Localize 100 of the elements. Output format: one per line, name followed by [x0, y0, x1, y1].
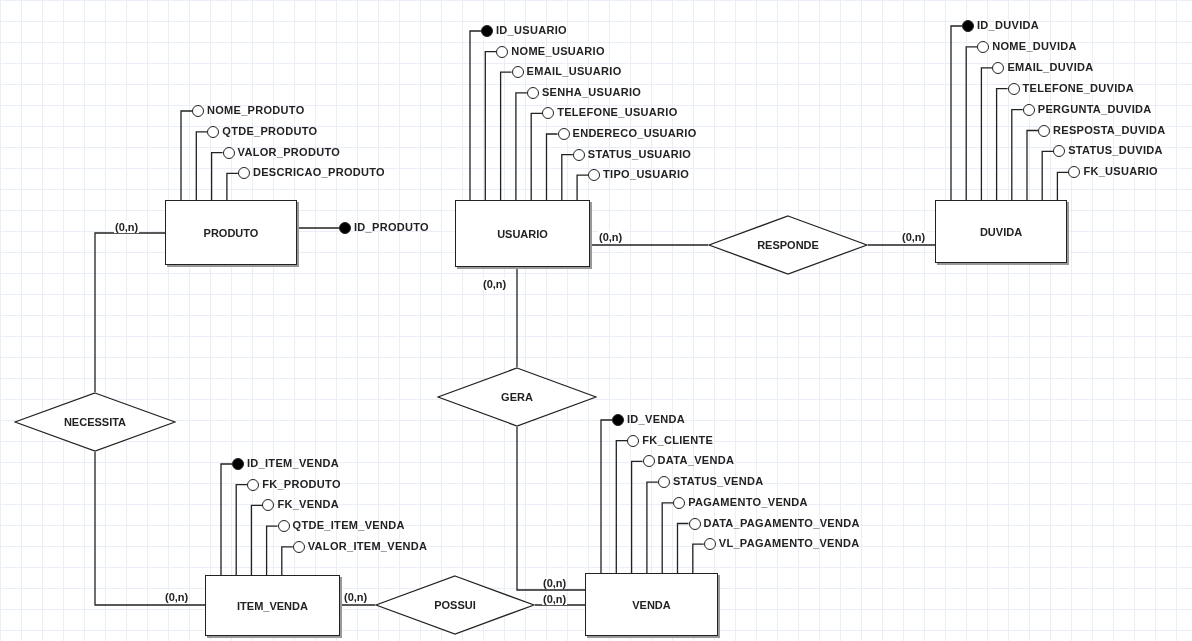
- relationship-diamond: [14, 392, 176, 452]
- entity-box: [455, 200, 590, 267]
- attribute-circle: [277, 520, 290, 533]
- attribute-circle: [703, 538, 716, 551]
- cardinality-label: (0,n): [542, 577, 568, 589]
- key-attribute-dot: [962, 20, 974, 32]
- attribute-name: TIPO_USUARIO: [603, 168, 690, 182]
- attribute-name: SENHA_USUARIO: [541, 85, 642, 99]
- attribute-circle: [1068, 166, 1081, 179]
- attribute-circle: [642, 455, 655, 468]
- attribute-name: TELEFONE_DUVIDA: [1022, 81, 1135, 95]
- attribute-name: STATUS_USUARIO: [587, 147, 692, 161]
- entity-box: [935, 200, 1067, 263]
- attribute-name: VALOR_PRODUTO: [237, 145, 341, 159]
- attribute-name: FK_VENDA: [277, 498, 340, 512]
- attribute-name: PAGAMENTO_VENDA: [688, 495, 808, 509]
- attribute-name: ID_PRODUTO: [354, 221, 429, 234]
- entity-name: USUARIO: [497, 227, 548, 240]
- connector-line: [281, 546, 294, 576]
- attribute-circle: [557, 128, 570, 140]
- relationship-name: GERA: [501, 391, 533, 403]
- relationship-diamond: [375, 575, 535, 635]
- key-attribute-dot: [232, 458, 244, 470]
- cardinality-label: (0,n): [114, 221, 140, 233]
- connector-line: [265, 525, 279, 576]
- connector-line: [530, 112, 543, 201]
- entity-box: [165, 200, 297, 265]
- connector-line: [1041, 150, 1054, 201]
- attribute-circle: [262, 499, 275, 512]
- attribute-name: DESCRICAO_PRODUTO: [252, 166, 385, 180]
- key-attribute-dot: [481, 25, 493, 37]
- attribute-circle: [977, 40, 990, 53]
- attribute-circle: [542, 107, 555, 120]
- attribute-circle: [511, 66, 524, 79]
- connector-line: [980, 67, 994, 201]
- attribute-name: EMAIL_USUARIO: [526, 65, 622, 79]
- entity-box: [205, 575, 340, 636]
- relationship-name: POSSUI: [434, 599, 476, 611]
- attribute-name: VALOR_ITEM_VENDA: [307, 539, 428, 553]
- attribute-circle: [526, 86, 539, 99]
- attribute-name: ID_USUARIO: [496, 24, 567, 37]
- attribute-circle: [222, 146, 235, 159]
- entity-box: [585, 573, 718, 636]
- entity-name: PRODUTO: [203, 226, 259, 239]
- attribute-circle: [247, 478, 260, 491]
- attribute-name: TELEFONE_USUARIO: [557, 106, 678, 120]
- connector-line: [516, 426, 586, 591]
- attribute-circle: [588, 169, 601, 182]
- attribute-name: ID_ITEM_VENDA: [247, 457, 339, 470]
- connector-line: [615, 440, 628, 574]
- attribute-name: ID_DUVIDA: [977, 19, 1039, 32]
- attribute-circle: [1022, 103, 1035, 116]
- attribute-name: QTDE_PRODUTO: [222, 124, 318, 138]
- connector-line: [94, 232, 166, 393]
- attribute-circle: [1038, 124, 1050, 137]
- key-attribute-dot: [339, 222, 351, 234]
- connector-line: [646, 481, 659, 574]
- connector-line: [339, 604, 376, 606]
- cardinality-label: (0,n): [901, 231, 927, 243]
- connector-line: [515, 92, 528, 201]
- connector-line: [676, 522, 690, 574]
- attribute-name: QTDE_ITEM_VENDA: [292, 519, 405, 533]
- connector-line: [250, 504, 264, 576]
- connector-line: [180, 110, 193, 201]
- attribute-name: PERGUNTA_DUVIDA: [1037, 102, 1152, 116]
- attribute-circle: [688, 517, 701, 530]
- attribute-name: ENDERECO_USUARIO: [572, 127, 697, 140]
- attribute-name: FK_CLIENTE: [642, 433, 714, 447]
- connector-line: [1056, 171, 1070, 201]
- attribute-name: DATA_PAGAMENTO_VENDA: [703, 516, 860, 530]
- attribute-name: ID_VENDA: [627, 413, 686, 426]
- key-attribute-dot: [612, 414, 624, 426]
- relationship-name: RESPONDE: [757, 239, 819, 251]
- relationship-name: NECESSITA: [63, 416, 127, 428]
- connector-line: [534, 604, 586, 606]
- connector-line: [220, 463, 233, 576]
- cardinality-label: (0,n): [343, 591, 369, 603]
- entity-name: ITEM_VENDA: [237, 599, 308, 612]
- connector-line: [867, 244, 936, 246]
- attribute-circle: [627, 434, 640, 447]
- connector-line: [195, 131, 208, 201]
- attribute-name: DATA_VENDA: [657, 454, 735, 468]
- relationship-diamond: [437, 367, 597, 427]
- attribute-name: EMAIL_DUVIDA: [1007, 60, 1094, 74]
- connector-line: [692, 543, 705, 574]
- entity-name: DUVIDA: [979, 225, 1023, 238]
- cardinality-label: (0,n): [164, 591, 190, 603]
- connector-line: [499, 71, 513, 201]
- connector-line: [1011, 108, 1024, 201]
- attribute-name: NOME_DUVIDA: [992, 39, 1077, 53]
- attribute-circle: [992, 61, 1005, 74]
- connector-line: [600, 419, 613, 574]
- connector-line: [965, 46, 978, 201]
- attribute-circle: [1053, 145, 1066, 158]
- cardinality-label: (0,n): [598, 231, 624, 243]
- connector-line: [296, 227, 340, 229]
- attribute-name: STATUS_VENDA: [672, 475, 764, 489]
- attribute-name: NOME_USUARIO: [511, 44, 605, 58]
- attribute-circle: [496, 45, 509, 58]
- connector-line: [589, 244, 709, 246]
